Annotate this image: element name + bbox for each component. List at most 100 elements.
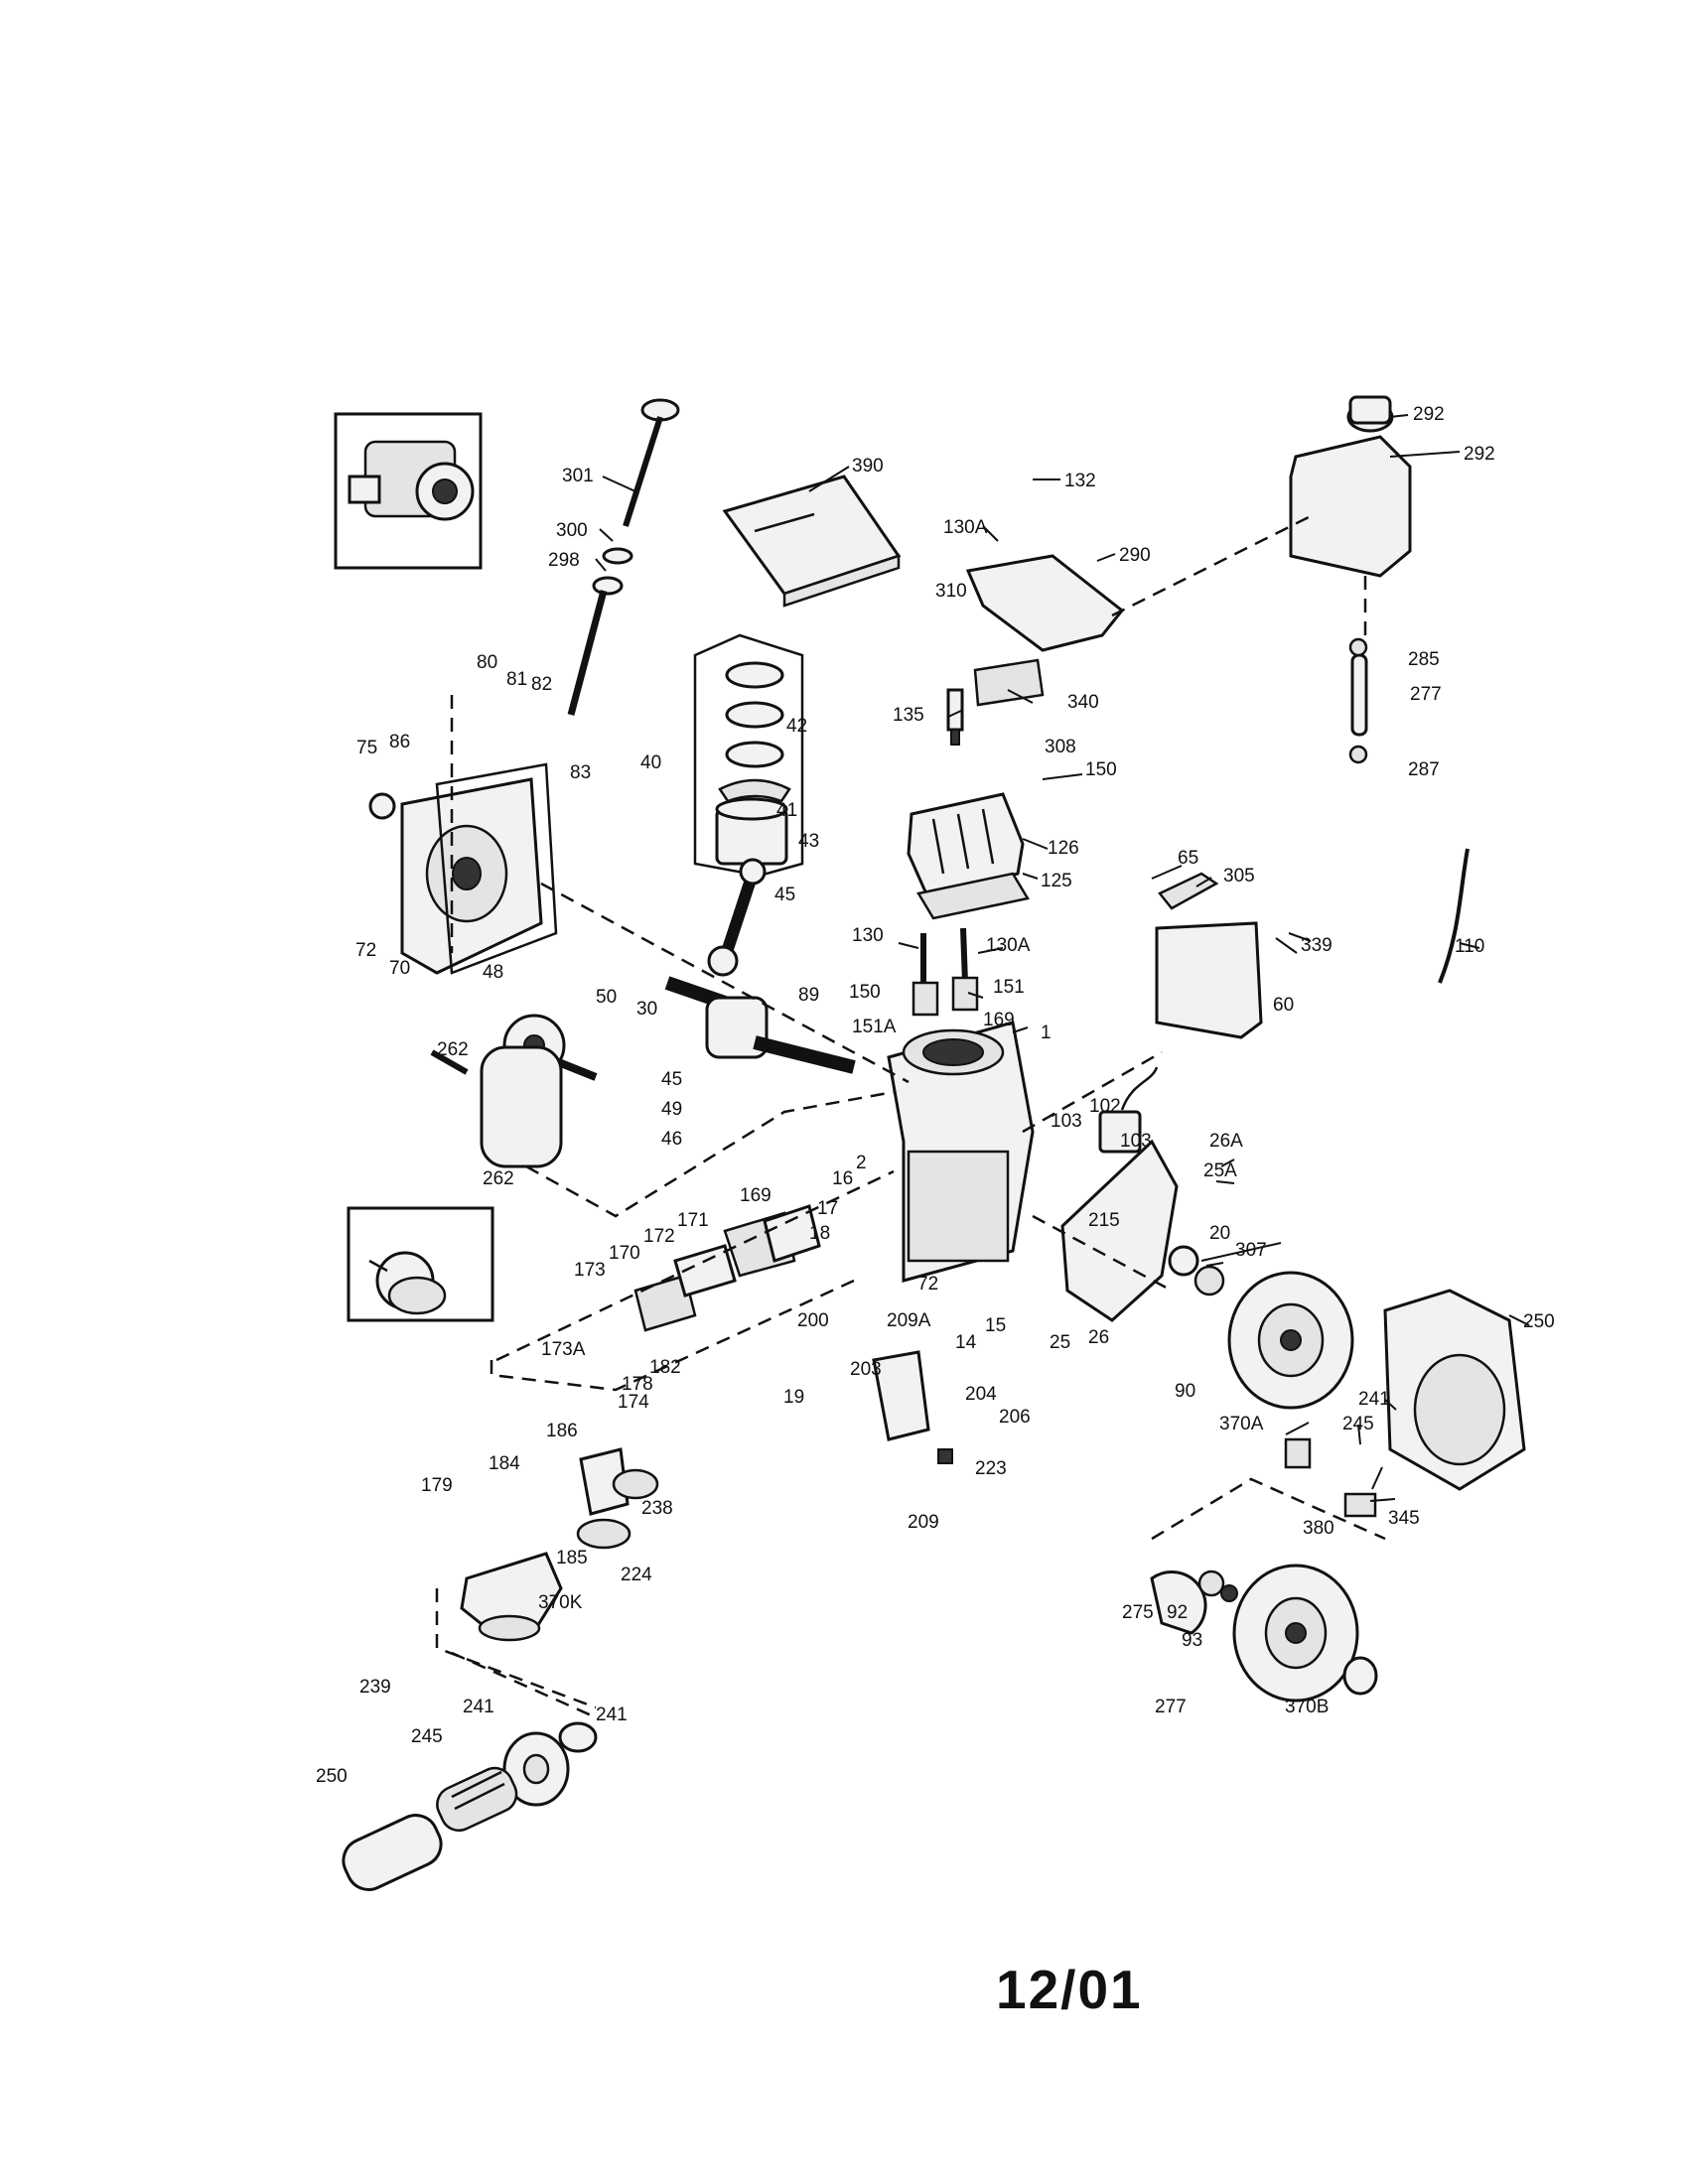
muffler	[430, 1045, 563, 1168]
label-370A	[1343, 1492, 1377, 1518]
callout-262-right: 250	[1523, 1311, 1555, 1332]
callout-370A: 345	[1388, 1508, 1420, 1529]
callout-182: 184	[489, 1453, 520, 1474]
filter-sleeve	[342, 1814, 443, 1891]
callout-308: 305	[1223, 866, 1255, 887]
callout-186: 200	[797, 1310, 829, 1331]
callout-285: 275	[1122, 1602, 1154, 1623]
callout-340: 310	[935, 581, 967, 602]
callout-215: 223	[975, 1458, 1007, 1479]
intake-spacer-set	[633, 1204, 821, 1332]
callout-26A: 26A	[1209, 1131, 1243, 1152]
ignition-wire	[1438, 848, 1470, 984]
callout-209A: 215	[1088, 1210, 1120, 1231]
leader-lines	[595, 414, 1530, 1502]
callout-241: 241	[463, 1697, 494, 1717]
recoil-starter	[1232, 1564, 1359, 1703]
carburetor	[460, 1552, 563, 1642]
air-filter	[436, 1766, 518, 1833]
valve-126	[960, 927, 968, 984]
callout-46: 46	[661, 1129, 683, 1150]
flywheel-guide-line	[1032, 1214, 1173, 1293]
carb-guide-line	[435, 1588, 597, 1709]
callout-17: 17	[817, 1198, 839, 1219]
gasket-set-package	[722, 475, 902, 608]
muffler-guide-line	[525, 1090, 895, 1218]
spark-plug	[946, 688, 964, 746]
callout-40: 40	[640, 752, 662, 773]
callout-49: 49	[661, 1099, 683, 1120]
callout-400: 390	[852, 456, 884, 477]
callout-30: 30	[636, 999, 658, 1020]
callout-20: 20	[1209, 1223, 1231, 1244]
piston	[715, 797, 788, 866]
callout-178: 179	[421, 1475, 453, 1496]
callout-125: 130	[852, 925, 884, 946]
callout-19: 19	[783, 1387, 805, 1408]
callout-174: 178	[622, 1374, 653, 1395]
callout-132: 150	[1085, 759, 1117, 780]
callout-184: 185	[556, 1548, 588, 1569]
cylinder-head	[907, 792, 1025, 900]
callout-93: 93	[1182, 1630, 1203, 1651]
piston-ring-set	[718, 661, 791, 803]
intake-guide-line	[495, 1169, 895, 1362]
callout-2: 2	[856, 1153, 867, 1173]
callout-172: 173	[574, 1260, 606, 1281]
callout-18: 18	[809, 1223, 831, 1244]
callout-150-left: 150	[849, 982, 881, 1003]
callout-170: 171	[677, 1210, 709, 1231]
callout-45-lower: 45	[661, 1069, 683, 1090]
washer-92	[1197, 1570, 1225, 1597]
oil-seal-20	[1168, 1245, 1199, 1277]
crankshaft	[664, 976, 856, 1074]
callout-150-right: 151	[993, 977, 1025, 998]
callout-277: 262	[437, 1039, 469, 1060]
callout-60: 60	[1273, 995, 1295, 1016]
callout-169-bottom: 170	[609, 1243, 640, 1264]
callout-313: 307	[1235, 1240, 1267, 1261]
callout-292-top: 285	[1408, 649, 1440, 670]
callout-92: 92	[1167, 1602, 1189, 1623]
callout-86: 86	[389, 732, 411, 752]
callout-75: 75	[356, 738, 378, 758]
starter-guide-line	[1151, 1477, 1386, 1541]
control-bracket	[965, 554, 1125, 652]
fuel-line	[1348, 637, 1368, 764]
intake-base-line	[490, 1279, 855, 1392]
callout-204: 206	[999, 1407, 1031, 1428]
callout-120: 126	[1048, 838, 1079, 859]
callout-339: 308	[1045, 737, 1076, 757]
callout-65: 65	[1178, 848, 1199, 869]
callout-14: 14	[955, 1332, 977, 1353]
callout-151: 151A	[852, 1017, 897, 1037]
callout-345: 340	[1067, 692, 1099, 713]
callout-310: 301	[562, 466, 594, 486]
oil-sensor-bracket	[872, 1350, 953, 1464]
callout-110: 110	[1455, 936, 1485, 957]
callout-287: 277	[1155, 1697, 1187, 1717]
air-cleaner-body	[502, 1731, 570, 1807]
air-guide-line	[451, 1651, 597, 1719]
callout-102: 103	[1051, 1111, 1082, 1132]
label-370B	[1284, 1437, 1312, 1469]
callout-42: 42	[786, 716, 808, 737]
callout-90: 90	[1175, 1381, 1196, 1402]
callout-48: 48	[483, 962, 504, 983]
callout-81: 81	[506, 669, 528, 690]
cover-gasket	[435, 762, 558, 975]
callout-26: 26	[1088, 1327, 1110, 1348]
callout-1: 1	[1041, 1023, 1052, 1043]
callout-370K: 370B	[1285, 1697, 1330, 1717]
ignition-module	[1098, 1066, 1159, 1154]
callout-250: 250	[316, 1766, 348, 1787]
decal-370K	[1342, 1656, 1378, 1696]
callout-370B: 370A	[1219, 1414, 1264, 1434]
bracket-345	[973, 658, 1045, 707]
callout-307: 300	[556, 520, 588, 541]
shroud-guide-line	[1022, 1050, 1163, 1134]
callout-390: 380	[1303, 1518, 1334, 1539]
cylinder-block	[887, 1021, 1035, 1283]
